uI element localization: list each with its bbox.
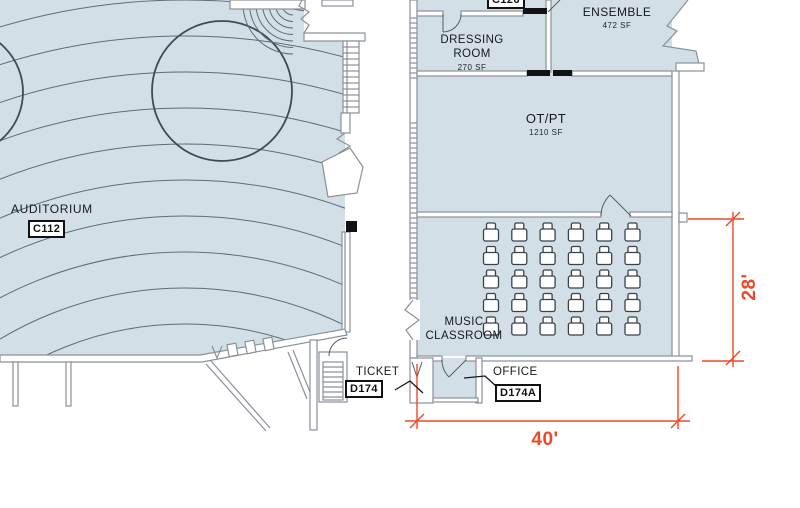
chair-seat [482,228,500,242]
music-classroom-label-line1: MUSIC [444,316,484,328]
room-tag-c126: C126 [487,0,525,9]
chair-seat [624,298,641,313]
acoustic-circle-left [0,28,24,156]
dressing-room-label-line2: ROOM [453,48,491,60]
chair-seat [511,275,528,289]
ensemble-label: ENSEMBLE 472 SF [572,5,662,30]
room-tag-d174: D174 [345,380,383,398]
ensemble-floor [552,0,699,70]
ensemble-area: 472 SF [602,21,632,30]
dimension-lines [405,211,744,429]
wall-solid-block [346,221,357,232]
dressing-room-label-line1: DRESSING [440,34,504,46]
otpt-label-text: OT/PT [525,111,567,126]
chair-seat [596,298,613,313]
ticket-tag-leader [394,380,424,394]
office-floor [433,358,478,402]
chair-seat [511,228,528,242]
music-classroom-label: MUSIC CLASSROOM [424,315,504,343]
chair-seat [482,275,500,289]
room-tag-d174a: D174A [495,384,542,402]
door-thresholds [523,8,572,76]
wall-break-symbol [404,299,421,341]
auditorium-walls [0,0,366,432]
auditorium-circles [0,20,293,162]
chair-seat [482,298,500,313]
music-classroom-label-line2: CLASSROOM [425,330,503,342]
acoustic-circle-right [151,20,293,162]
chair-seat [567,251,585,266]
auditorium-floor [0,0,345,357]
chair-seat [539,275,556,289]
dimension-40ft-lines [405,364,690,429]
chair-seat [511,298,528,313]
dimension-40ft-label: 40' [531,429,559,450]
chair-seat [624,275,641,289]
chair-seat [596,251,613,266]
chair-seat [567,275,585,289]
chair-seat [482,251,500,266]
chair-seat [539,228,556,242]
chair-seat [567,298,585,313]
chair-seat [596,275,613,289]
chair-seat [539,298,556,313]
ensemble-label-text: ENSEMBLE [582,5,652,19]
auditorium-label: AUDITORIUM [11,202,93,216]
chair-seat [511,251,528,266]
tag-leaders [394,375,498,394]
chair-seat [596,322,613,336]
dressing-room-area: 270 SF [457,63,487,72]
chair-seat [596,228,613,242]
chair-seat [539,322,556,336]
chair-grid [482,222,641,336]
chair-seat [624,228,641,242]
dressing-room-label: DRESSING ROOM 270 SF [424,33,520,72]
dimension-28ft-label: 28' [739,273,760,301]
office-tag-leader [463,375,498,388]
chair-seat [511,322,528,336]
ticket-label: TICKET [356,366,400,378]
office-label: OFFICE [493,366,538,378]
chair-seat [482,322,500,336]
chair-seat [624,251,641,266]
otpt-area: 1210 SF [529,128,563,137]
chair-seat [624,322,641,336]
chair-seat [567,322,585,336]
otpt-label: OT/PT 1210 SF [501,111,591,138]
room-tag-c112: C112 [28,220,66,238]
chair-seat [539,251,556,266]
chair-seat [567,228,585,242]
door-swings [328,0,632,379]
building-walls [409,0,705,404]
dimension-28ft-lines [688,211,744,367]
